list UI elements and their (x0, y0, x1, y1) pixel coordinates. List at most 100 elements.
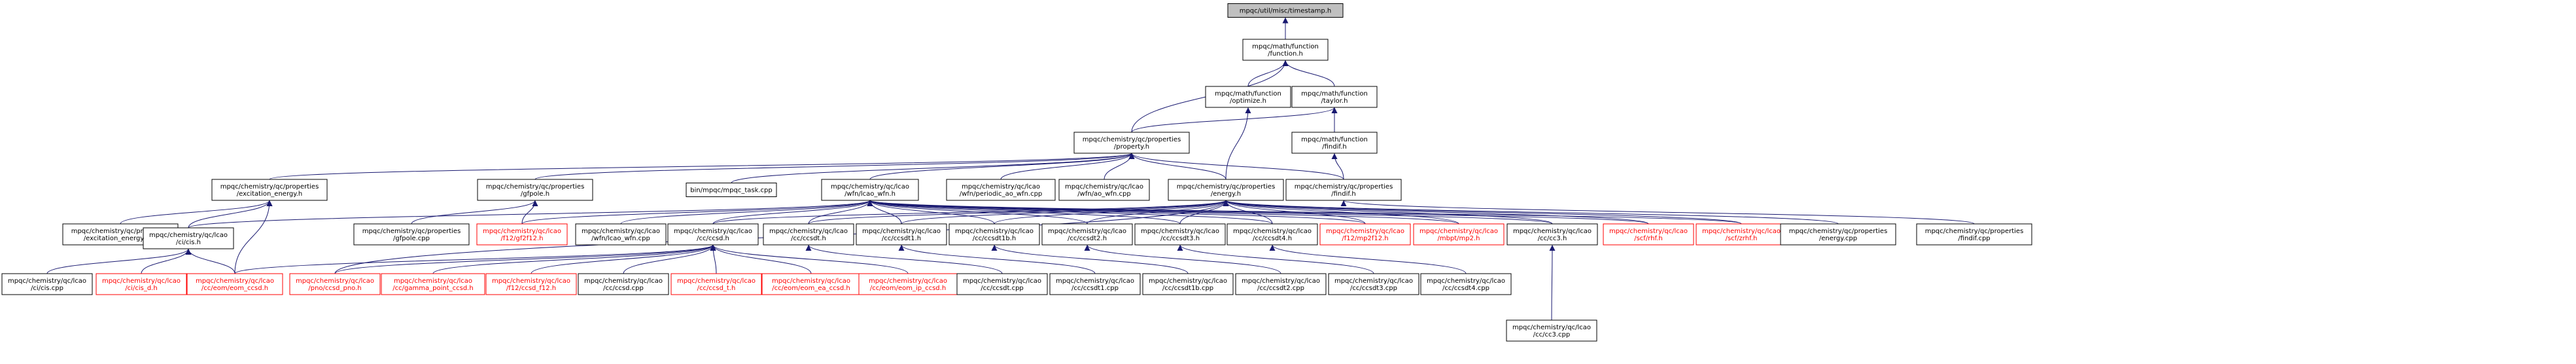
node-gfpole_cpp[interactable]: mpqc/chemistry/qc/properties/gfpole.cpp (353, 223, 470, 246)
node-findif_prop[interactable]: mpqc/chemistry/qc/properties/findif.h (1285, 179, 1402, 201)
node-timestamp[interactable]: mpqc/util/misc/timestamp.h (1227, 3, 1344, 18)
node-box (686, 183, 777, 197)
node-box (821, 179, 919, 201)
node-label: /scf/rhf.h (1634, 235, 1663, 242)
node-box (1291, 86, 1378, 108)
node-property[interactable]: mpqc/chemistry/qc/properties/property.h (1073, 132, 1190, 154)
node-box (1242, 39, 1329, 61)
node-eom_ea[interactable]: mpqc/chemistry/qc/lcao/cc/eom/eom_ea_ccs… (761, 273, 861, 295)
node-energy_cpp[interactable]: mpqc/chemistry/qc/properties/energy.cpp (1780, 223, 1896, 246)
node-label: /cc/ccsd.h (697, 235, 729, 242)
node-taylor[interactable]: mpqc/math/function/taylor.h (1291, 86, 1378, 108)
node-mp2f12[interactable]: mpqc/chemistry/qc/lcao/f12/mp2f12.h (1319, 223, 1411, 246)
node-label: mpqc/chemistry/qc/lcao (492, 278, 570, 285)
node-ccsd_h[interactable]: mpqc/chemistry/qc/lcao/cc/ccsd.h (667, 223, 759, 246)
node-box (1506, 319, 1597, 342)
edge-energy-to-mp2f12 (1223, 200, 1366, 225)
node-ccsd_f12[interactable]: mpqc/chemistry/qc/lcao/f12/ccsd_f12.h (485, 273, 577, 295)
edge-findif_prop-to-findif_cpp (1340, 200, 1975, 225)
node-lcao_wfn[interactable]: mpqc/chemistry/qc/lcao/wfn/lcao_wfn.h (821, 179, 919, 201)
node-cis_d[interactable]: mpqc/chemistry/qc/lcao/ci/cis_d.h (96, 273, 187, 295)
node-label: mpqc/chemistry/qc/lcao (955, 228, 1034, 235)
node-periodic_ao[interactable]: mpqc/chemistry/qc/lcao/wfn/periodic_ao_w… (946, 179, 1056, 201)
node-ccsdt1b_cpp[interactable]: mpqc/chemistry/qc/lcao/cc/ccsdt1b.cpp (1142, 273, 1234, 295)
node-ccsdt1_cpp[interactable]: mpqc/chemistry/qc/lcao/cc/ccsdt1.cpp (1049, 273, 1141, 295)
node-ccsdt4_h[interactable]: mpqc/chemistry/qc/lcao/cc/ccsdt4.h (1227, 223, 1318, 246)
node-excitation[interactable]: mpqc/chemistry/qc/properties/excitation_… (211, 179, 328, 201)
node-optimize[interactable]: mpqc/math/function/optimize.h (1205, 86, 1291, 108)
node-label: mpqc/chemistry/qc/lcao (831, 183, 909, 191)
node-eom_ccsd[interactable]: mpqc/chemistry/qc/lcao/cc/eom/eom_ccsd.h (186, 273, 283, 295)
node-cis_h[interactable]: mpqc/chemistry/qc/lcao/ci/cis.h (143, 227, 234, 249)
node-box (1227, 223, 1318, 246)
node-ccsd_pno[interactable]: mpqc/chemistry/qc/lcao/pno/ccsd_pno.h (289, 273, 381, 295)
node-label: /cc/eom/eom_ip_ccsd.h (870, 285, 946, 292)
node-scf_rhf[interactable]: mpqc/chemistry/qc/lcao/scf/rhf.h (1603, 223, 1694, 246)
node-ccsdt_h[interactable]: mpqc/chemistry/qc/lcao/cc/ccsdt.h (763, 223, 854, 246)
node-box (578, 273, 669, 295)
node-label: /cc/ccsdt4.cpp (1442, 285, 1489, 292)
node-box (670, 273, 762, 295)
node-box (1227, 3, 1344, 18)
node-ccsdt_cpp[interactable]: mpqc/chemistry/qc/lcao/cc/ccsdt.cpp (956, 273, 1048, 295)
edge-gfpole-to-gfpole_cpp (411, 200, 538, 225)
node-label: mpqc/chemistry/qc/lcao (584, 278, 663, 285)
edge-lcao_wfn-to-mp2f12 (867, 200, 1366, 225)
node-ccsdt4_cpp[interactable]: mpqc/chemistry/qc/lcao/cc/ccsdt4.cpp (1420, 273, 1512, 295)
node-label: mpqc/chemistry/qc/lcao (8, 278, 86, 285)
node-label: mpqc/chemistry/qc/lcao (1609, 228, 1688, 235)
node-scf_zrhf[interactable]: mpqc/chemistry/qc/lcao/scf/zrhf.h (1696, 223, 1787, 246)
node-ccsdt1_h[interactable]: mpqc/chemistry/qc/lcao/cc/ccsdt1.h (856, 223, 947, 246)
node-label: /cc/cc3.h (1538, 235, 1567, 242)
node-cc3_h[interactable]: mpqc/chemistry/qc/lcao/cc/cc3.h (1506, 223, 1598, 246)
node-gamma_point[interactable]: mpqc/chemistry/qc/lcao/cc/gamma_point_cc… (381, 273, 485, 295)
node-ccsd_t[interactable]: mpqc/chemistry/qc/lcao/cc/ccsd_t.h (670, 273, 762, 295)
node-cis_cpp[interactable]: mpqc/chemistry/qc/lcao/ci/cis.cpp (1, 273, 93, 295)
node-findif_math[interactable]: mpqc/math/function/findif.h (1291, 132, 1378, 154)
node-energy[interactable]: mpqc/chemistry/qc/properties/energy.h (1168, 179, 1284, 201)
edge-cis_h-to-eom_ccsd (185, 248, 235, 274)
node-cc3_cpp[interactable]: mpqc/chemistry/qc/lcao/cc/cc3.cpp (1506, 319, 1597, 342)
node-mbpt_mp2[interactable]: mpqc/chemistry/qc/lcao/mbpt/mp2.h (1413, 223, 1505, 246)
edge-lcao_wfn-to-ccsdt1b_h (867, 200, 995, 225)
node-label: mpqc/chemistry/qc/lcao (1326, 228, 1404, 235)
node-box (1142, 273, 1234, 295)
node-label: /function.h (1268, 50, 1303, 58)
node-ao_wfn[interactable]: mpqc/chemistry/qc/lcao/wfn/ao_wfn.cpp (1058, 179, 1150, 201)
node-gfpole[interactable]: mpqc/chemistry/qc/properties/gfpole.h (477, 179, 593, 201)
edge-energy-to-ccsdt2_h (1087, 200, 1229, 225)
node-label: mpqc/chemistry/qc/properties (1083, 136, 1181, 143)
edge-ccsd_h-to-ccsd_cpp (623, 244, 716, 274)
node-label: mpqc/math/function (1215, 90, 1281, 98)
edge-energy-to-scf_rhf (1223, 200, 1649, 225)
node-box (353, 223, 470, 246)
node-label: /energy.h (1211, 191, 1241, 198)
node-box (289, 273, 381, 295)
node-eom_ip[interactable]: mpqc/chemistry/qc/lcao/cc/eom/eom_ip_ccs… (858, 273, 958, 295)
node-label: mpqc/chemistry/qc/lcao (963, 278, 1041, 285)
node-ccsdt3_h[interactable]: mpqc/chemistry/qc/lcao/cc/ccsdt3.h (1134, 223, 1226, 246)
node-label: mpqc/chemistry/qc/properties (1789, 228, 1888, 235)
edge-cis_h-to-cis_cpp (46, 248, 192, 274)
edge-ccsd_h-to-gamma_point (432, 244, 716, 274)
node-ccsdt1b_h[interactable]: mpqc/chemistry/qc/lcao/cc/ccsdt1b.h (949, 223, 1040, 246)
node-lcao_wfn_cpp[interactable]: mpqc/chemistry/qc/lcao/wfn/lcao_wfn.cpp (575, 223, 667, 246)
node-findif_cpp[interactable]: mpqc/chemistry/qc/properties/findif.cpp (1916, 223, 2032, 246)
node-ccsdt3_cpp[interactable]: mpqc/chemistry/qc/lcao/cc/ccsdt3.cpp (1328, 273, 1419, 295)
node-label: /f12/mp2f12.h (1342, 235, 1388, 242)
node-label: mpqc/chemistry/qc/lcao (1056, 278, 1134, 285)
node-label: /ci/cis.h (176, 239, 201, 246)
node-ccsdt2_cpp[interactable]: mpqc/chemistry/qc/lcao/cc/ccsdt2.cpp (1235, 273, 1327, 295)
node-gf2f12[interactable]: mpqc/chemistry/qc/lcao/f12/gf2f12.h (476, 223, 568, 246)
node-label: mpqc/chemistry/qc/properties (486, 183, 585, 191)
node-ccsd_cpp[interactable]: mpqc/chemistry/qc/lcao/cc/ccsd.cpp (578, 273, 669, 295)
node-mpqc_task[interactable]: bin/mpqc/mpqc_task.cpp (686, 183, 777, 197)
edge-energy-to-ccsd_h (712, 200, 1229, 225)
node-label: /cc/ccsdt3.cpp (1350, 285, 1397, 292)
edge-lcao_wfn-to-cc3_h (867, 200, 1553, 225)
node-function[interactable]: mpqc/math/function/function.h (1242, 39, 1329, 61)
edge-ccsdt3_h-to-ccsdt3_cpp (1177, 244, 1374, 274)
edge-property-to-gfpole (534, 153, 1135, 180)
node-ccsdt2_h[interactable]: mpqc/chemistry/qc/lcao/cc/ccsdt2.h (1041, 223, 1133, 246)
